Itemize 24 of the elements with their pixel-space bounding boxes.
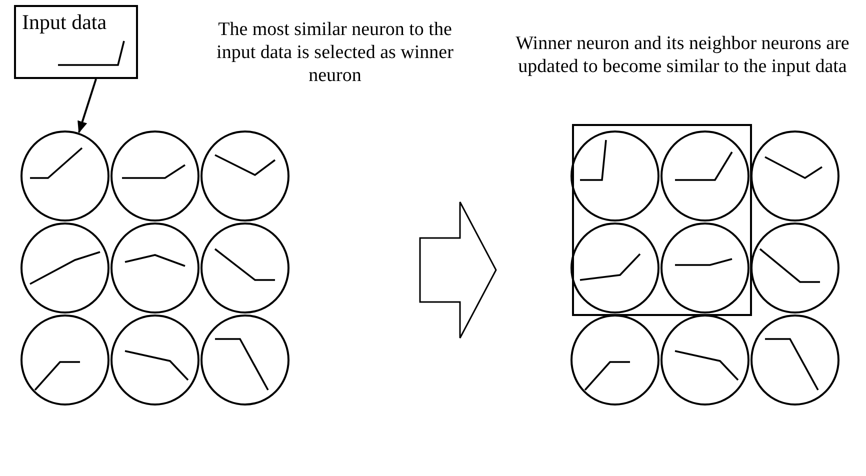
neuron-circle bbox=[200, 130, 290, 222]
neuron-circle bbox=[20, 130, 110, 222]
caption-text: Winner neuron and its neighbor neurons are updated to become similar to the input data bbox=[515, 32, 850, 78]
input-box bbox=[14, 5, 138, 79]
neuron-circle bbox=[110, 314, 200, 406]
arrow bbox=[78, 78, 97, 134]
neuron-circle bbox=[660, 314, 750, 406]
neuron-circle bbox=[20, 222, 110, 314]
neuron-circle bbox=[200, 314, 290, 406]
neuron-circle bbox=[200, 222, 290, 314]
neuron-circle bbox=[570, 222, 660, 314]
neuron-circle bbox=[570, 130, 660, 222]
neuron-circle bbox=[660, 222, 750, 314]
neuron-circle bbox=[110, 130, 200, 222]
neuron-circle bbox=[570, 314, 660, 406]
neuron-circle bbox=[750, 222, 840, 314]
neighborhood-frame bbox=[572, 124, 752, 316]
box-title: Input data bbox=[22, 10, 107, 34]
caption-text: The most similar neuron to the input data is selected as winner neuron bbox=[216, 18, 454, 87]
neuron-circle bbox=[750, 130, 840, 222]
neuron-circle bbox=[110, 222, 200, 314]
neuron-circle bbox=[750, 314, 840, 406]
neuron-circle bbox=[20, 314, 110, 406]
neuron-circle bbox=[660, 130, 750, 222]
